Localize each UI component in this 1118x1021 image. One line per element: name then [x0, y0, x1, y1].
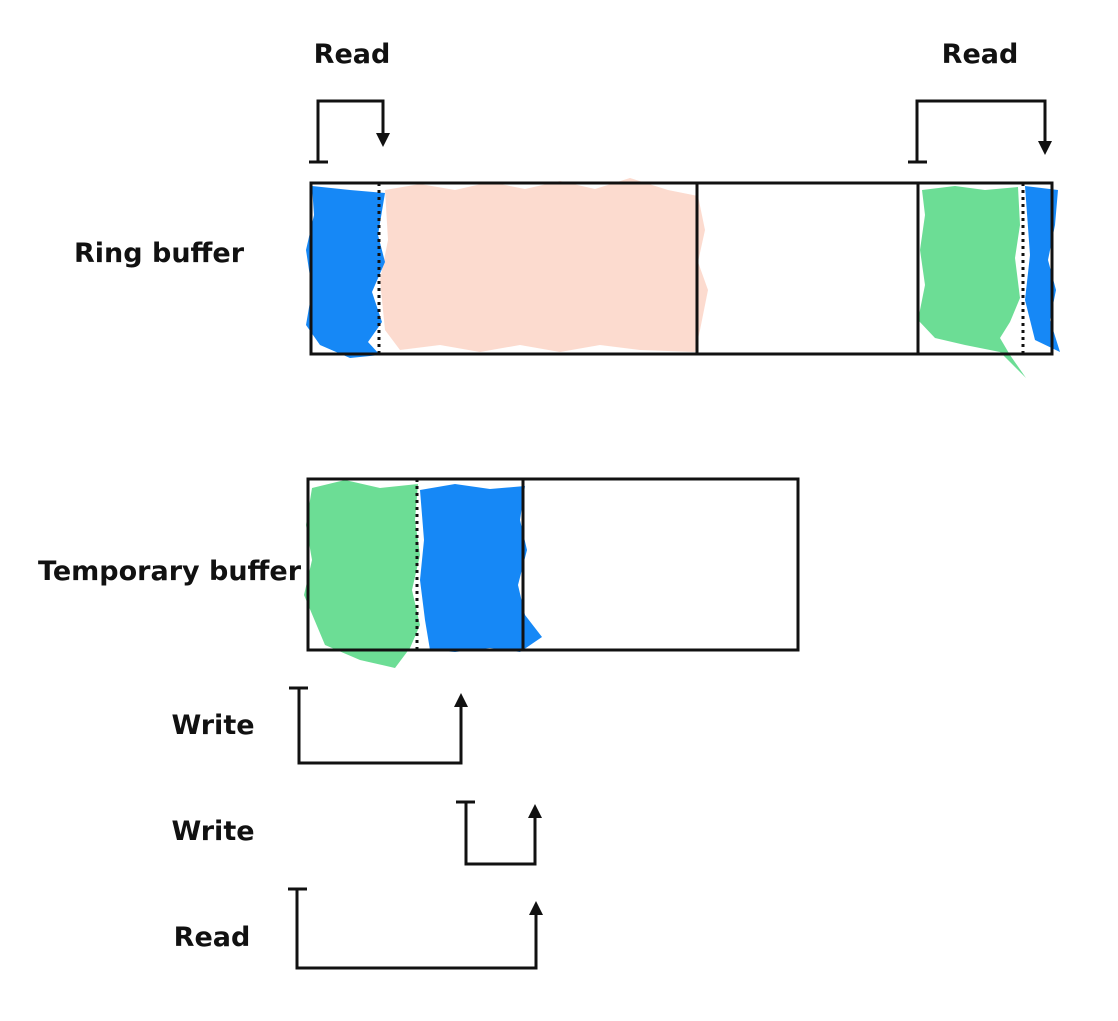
temporary-buffer-label: Temporary buffer: [38, 556, 302, 587]
write-label-2: Write: [171, 816, 254, 847]
temp-blue-fill: [420, 484, 542, 652]
read-arrow-top-left: [316, 99, 390, 162]
read-label-top-left: Read: [314, 39, 391, 70]
read-label-top-right: Read: [942, 39, 1019, 70]
operations: Write Write Read: [171, 686, 543, 970]
temporary-buffer-outline: [306, 477, 800, 652]
write-arrow-2: [464, 802, 542, 866]
read-arrow-top-right: [915, 99, 1052, 162]
read-label-bottom: Read: [174, 922, 251, 953]
ring-green-fill: [918, 186, 1026, 378]
ring-buffer-outline: [309, 181, 1054, 356]
ring-buffer: Read Read Ring buffer: [74, 39, 1060, 378]
ring-blue-fill-right: [1025, 186, 1060, 352]
ring-blue-fill-left: [306, 186, 385, 358]
temporary-buffer: Temporary buffer: [38, 477, 800, 668]
write-arrow-1: [297, 688, 468, 765]
ring-buffer-label: Ring buffer: [74, 238, 245, 269]
ring-peach-fill: [380, 178, 708, 352]
write-label-1: Write: [171, 710, 254, 741]
temp-green-fill: [304, 480, 420, 668]
read-arrow-bottom: [295, 889, 543, 970]
